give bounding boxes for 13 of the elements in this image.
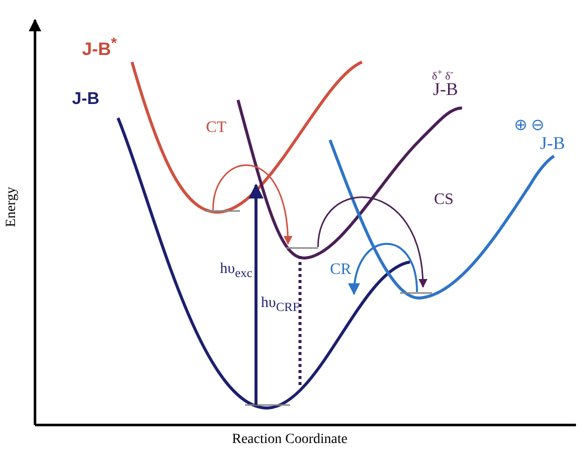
- state-label: J-B: [433, 80, 458, 98]
- transition-label: CT: [206, 120, 226, 136]
- state-label: J-B: [540, 134, 566, 152]
- charge-label: δ$^{+}$ δ$^{-}$: [432, 68, 454, 83]
- state-label: J-B: [72, 90, 100, 107]
- axis-title: Reaction Coordinate: [232, 433, 348, 447]
- axis-title: Energy: [5, 186, 20, 228]
- transition-label: hυ$_{CRF}$: [261, 296, 300, 314]
- state-label: J-B$^{*}$: [82, 36, 117, 58]
- transition-label: CR: [330, 262, 352, 278]
- charge-label: ⊕ ⊖: [514, 118, 544, 134]
- transition-label: CS: [434, 192, 454, 208]
- transition-label: hυ$_{exc}$: [220, 262, 252, 280]
